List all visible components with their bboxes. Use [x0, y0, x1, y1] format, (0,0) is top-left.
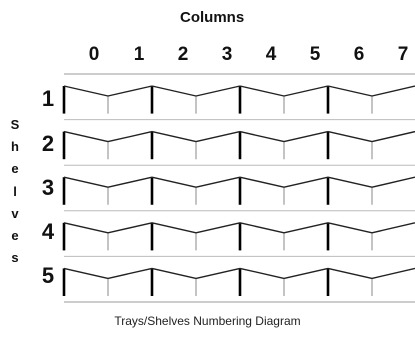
column-label-4: 4	[265, 44, 277, 65]
shelves-letter-5: v	[11, 206, 19, 221]
tray-slope	[371, 85, 415, 97]
column-label-6: 6	[353, 44, 365, 65]
shelves-letter-4: l	[13, 184, 17, 199]
tray-slope	[63, 130, 109, 143]
shelves-letter-7: s	[11, 250, 19, 265]
tray-slope	[195, 130, 241, 143]
tray-slope	[107, 222, 153, 234]
tray-slope	[107, 267, 153, 280]
shelves-letter-6: e	[11, 228, 19, 243]
tray-slope	[195, 222, 241, 234]
column-label-0: 0	[88, 44, 100, 65]
tray-slope	[151, 222, 197, 234]
tray-slope	[283, 176, 329, 188]
shelf-label-4: 4	[41, 219, 55, 244]
tray-slope	[239, 222, 285, 234]
column-label-1: 1	[133, 44, 145, 65]
tray-slope	[327, 176, 373, 188]
tray-slope	[107, 130, 153, 143]
tray-slope	[371, 176, 415, 188]
shelf-label-3: 3	[41, 175, 55, 200]
tray-slope	[63, 222, 109, 234]
column-label-7: 7	[397, 44, 409, 65]
tray-slope	[195, 176, 241, 188]
shelf-label-1: 1	[41, 86, 55, 111]
tray-slope	[63, 85, 109, 97]
tray-slope	[327, 130, 373, 143]
tray-slope	[371, 130, 415, 143]
tray-slope	[151, 130, 197, 143]
tray-slope	[371, 267, 415, 280]
tray-slope	[283, 85, 329, 97]
tray-slope	[327, 267, 373, 280]
shelves-letter-3: e	[11, 161, 19, 176]
shelf-label-2: 2	[41, 131, 55, 156]
tray-slope	[63, 267, 109, 280]
column-label-3: 3	[221, 44, 233, 65]
tray-slope	[63, 176, 109, 188]
column-label-5: 5	[309, 44, 321, 65]
shelves-letter-1: S	[10, 117, 20, 132]
tray-slope	[239, 176, 285, 188]
tray-slope	[151, 85, 197, 97]
diagram-caption: Trays/Shelves Numbering Diagram	[114, 314, 301, 328]
tray-slope	[195, 85, 241, 97]
shelf-label-5: 5	[41, 263, 55, 288]
tray-slope	[283, 267, 329, 280]
tray-slope	[327, 222, 373, 234]
columns-title: Columns	[180, 9, 245, 26]
column-label-2: 2	[177, 44, 189, 65]
shelves-letter-2: h	[11, 139, 19, 154]
tray-slope	[107, 85, 153, 97]
tray-slope	[151, 176, 197, 188]
tray-slope	[371, 222, 415, 234]
tray-slope	[107, 176, 153, 188]
tray-slope	[283, 130, 329, 143]
tray-slope	[151, 267, 197, 280]
tray-slope	[327, 85, 373, 97]
tray-slope	[239, 85, 285, 97]
tray-slope	[239, 267, 285, 280]
tray-slope	[283, 222, 329, 234]
tray-slope	[195, 267, 241, 280]
tray-slope	[239, 130, 285, 143]
